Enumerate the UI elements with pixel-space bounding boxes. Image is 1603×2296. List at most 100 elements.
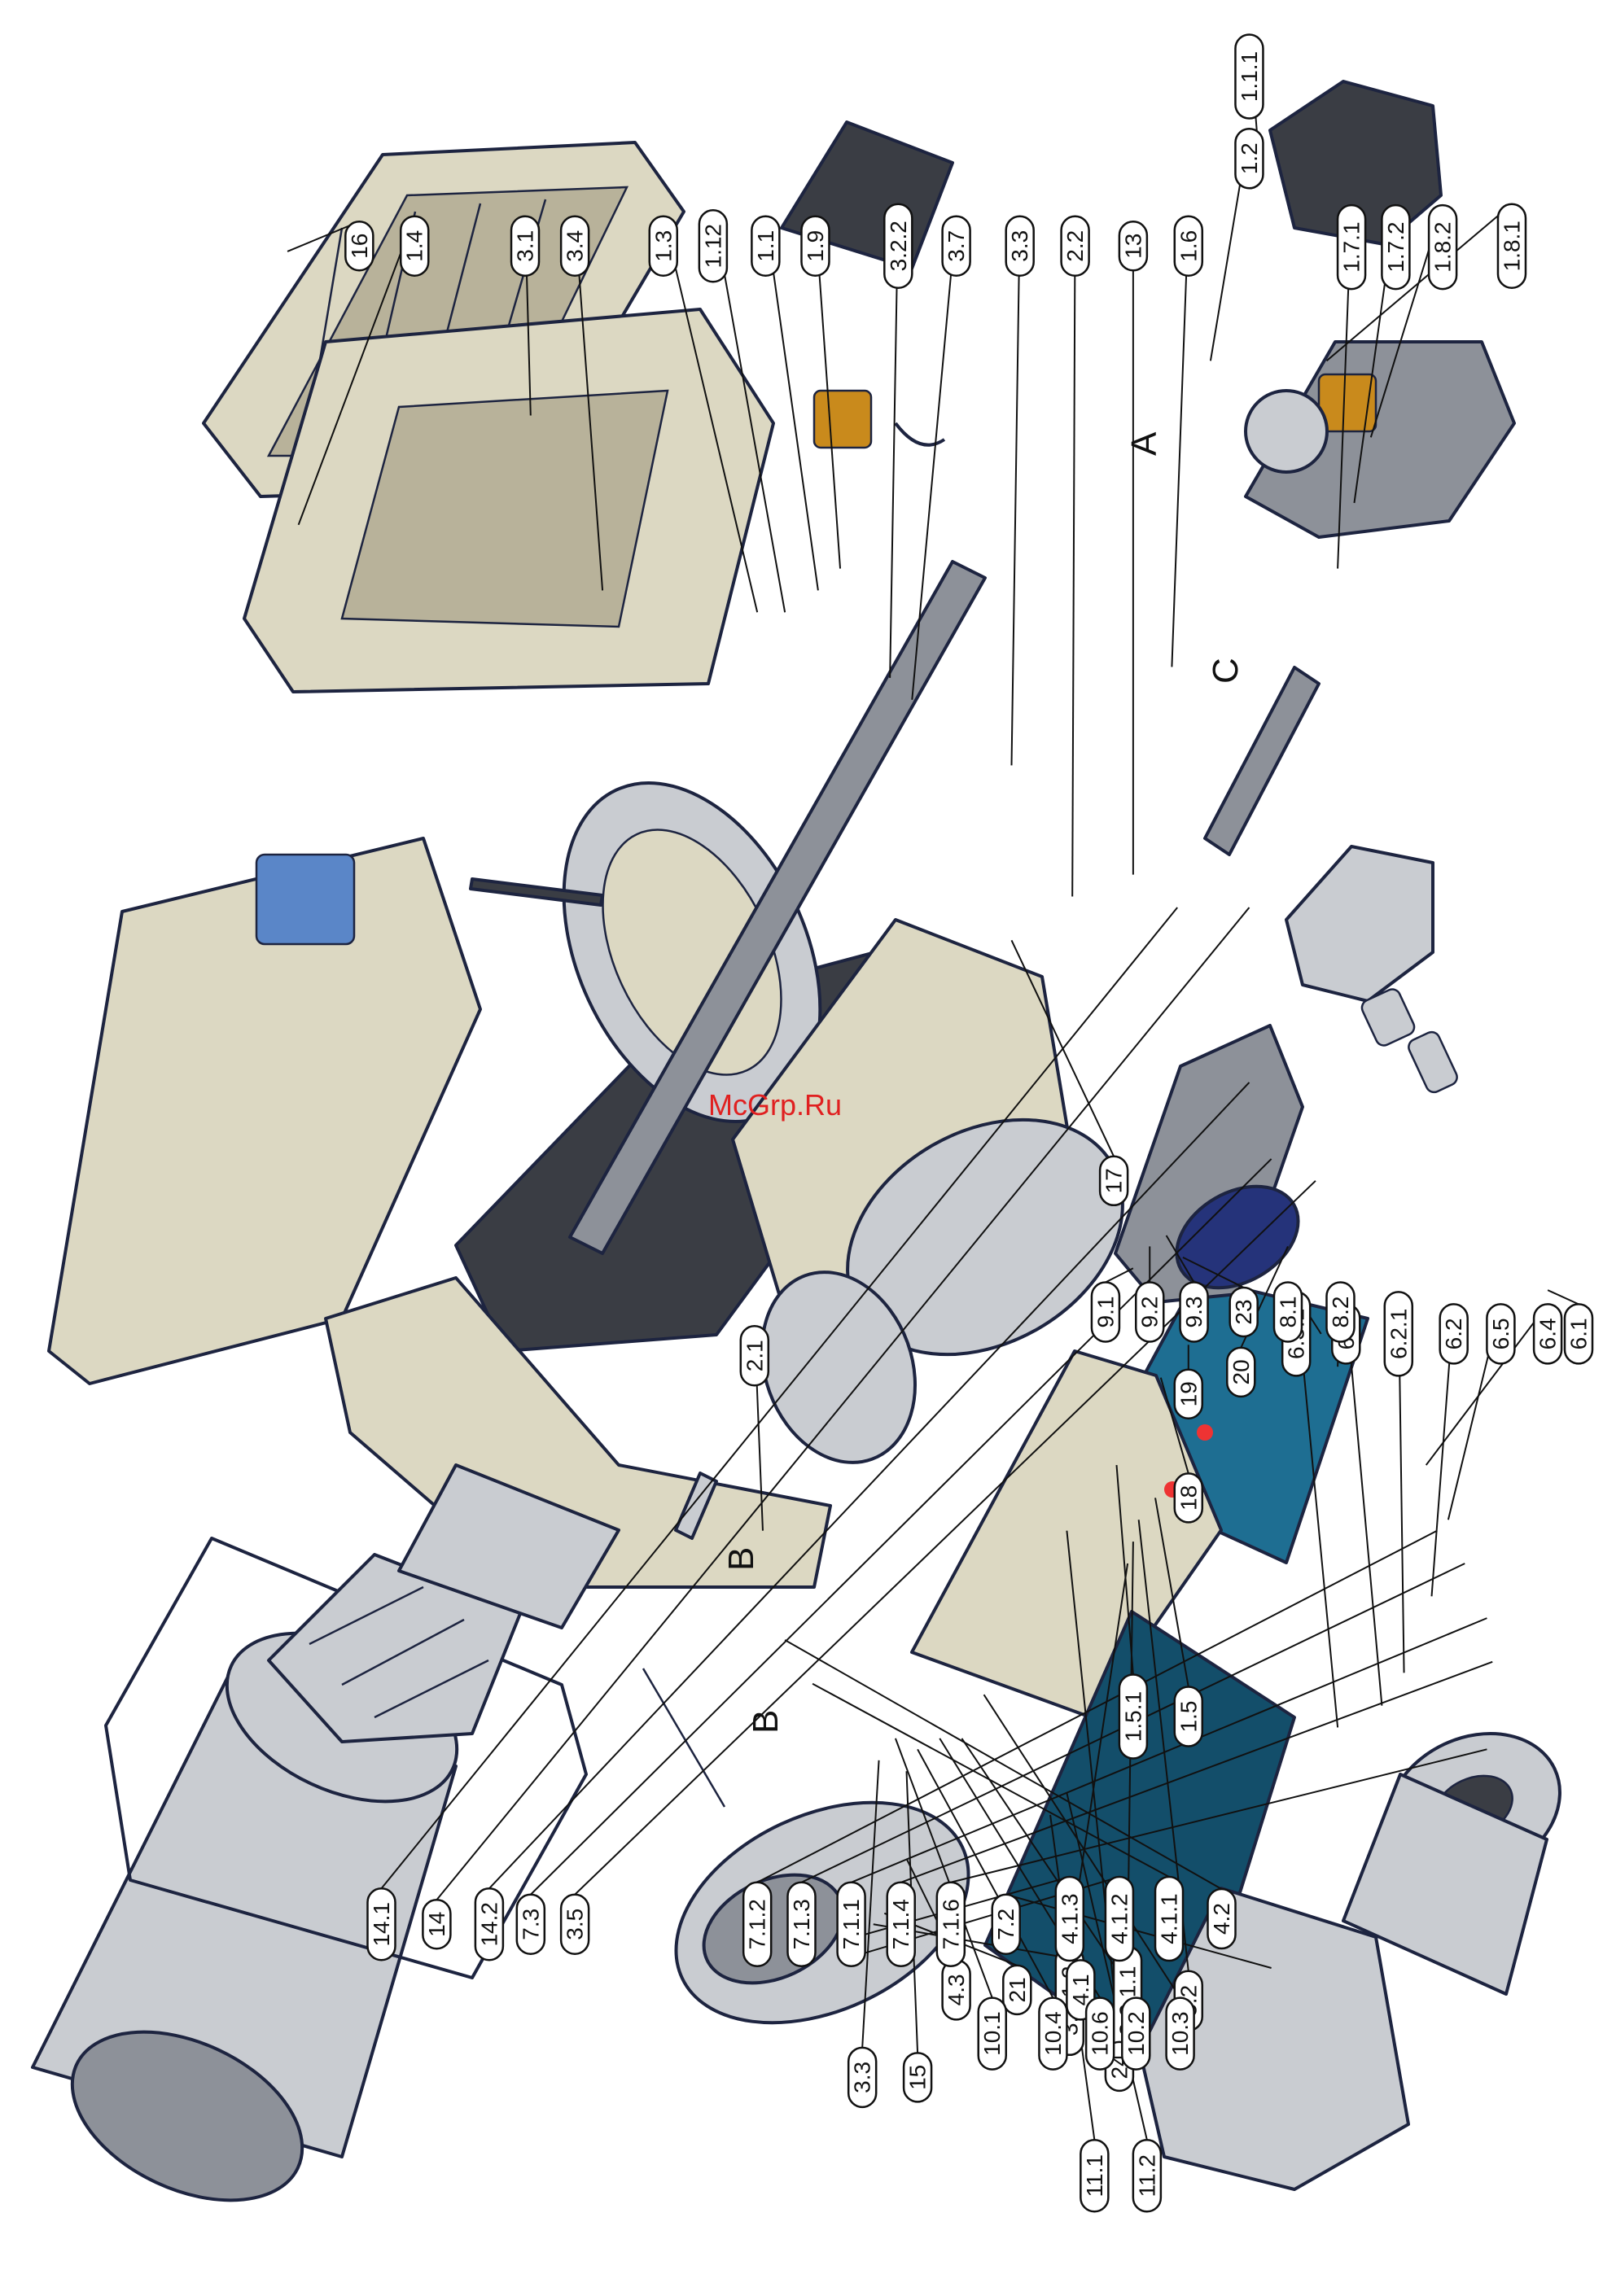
callout-text: 4.2 [1209,1903,1234,1935]
callout-label-3-2-2: 3.2.2 [883,203,913,289]
callout-text: 1.7.2 [1383,221,1408,272]
callout-label-11-1: 11.1 [1080,2138,1110,2213]
callout-pill [559,215,590,277]
callout-label-7-2: 7.2 [991,1893,1021,1956]
callout-label-1-1: 1.1 [751,215,781,277]
callout-label-9-3: 9.3 [1179,1281,1209,1343]
callout-pill [1060,215,1090,277]
callout-label-15: 15 [902,2052,933,2103]
callout-label-21: 21 [1002,1964,1032,2016]
callout-pill [399,215,430,277]
callout-text: 8.1 [1275,1297,1300,1328]
gas-valve-train-part [1138,1732,1561,2191]
callout-label-6-5: 6.5 [1486,1303,1516,1365]
callout-label-1-9: 1.9 [800,215,830,277]
callout-text: 4.1 [1068,1974,1093,2005]
callout-label-2-1: 2.1 [739,1324,770,1387]
detail-letter-a: A [1124,431,1164,456]
leader-line [764,216,819,591]
callout-pill [366,1887,396,1961]
callout-text: 13 [1120,234,1145,259]
callout-label-3-7: 3.7 [941,215,971,277]
callout-label-3-5: 3.5 [559,1893,590,1956]
callout-pill [1207,1887,1237,1950]
callout-pill [1496,203,1527,289]
callout-pill [1336,203,1367,291]
detail-letter-b-inset: B [746,1710,786,1734]
leader-line [712,210,786,613]
callout-label-4-3: 4.3 [941,1959,971,2021]
leader-line [297,216,416,526]
front-cover-part [47,837,482,1385]
callout-pill [1173,1686,1204,1747]
callout-label-1-6: 1.6 [1173,215,1204,277]
callout-label-18: 18 [1173,1472,1204,1524]
leader-line [1010,216,1021,766]
leader-line [1547,1289,1579,1305]
callout-label-1-7-2: 1.7.2 [1381,203,1411,291]
leader-line [900,1660,1493,1883]
callout-label-6-2: 6.2 [1439,1303,1469,1365]
leader-line [784,1639,1223,1890]
callout-label-1-7-1: 1.7.1 [1336,203,1367,291]
callout-pill [474,1887,505,1961]
flange-mid-part [760,1270,918,1464]
leader-line [983,1694,1181,1999]
callout-label-7-1-2: 7.1.2 [742,1881,773,1968]
callout-pill [1234,33,1264,120]
callout-label-7-1-3: 7.1.3 [786,1881,817,1968]
callout-label-4-1-2: 4.1.2 [1104,1875,1135,1962]
callout-label-9-1: 9.1 [1090,1281,1121,1343]
callout-pill [786,1881,817,1968]
callout-label-6-1: 6.1 [1563,1303,1594,1365]
leader-line [662,216,759,613]
fitting-17-part [674,1472,718,1540]
callout-pill [836,1881,866,1968]
leader-line [1171,216,1189,667]
callout-label-10-1: 10.1 [977,1996,1007,2071]
callout-text: 1.8.2 [1430,221,1456,272]
callout-pill [1038,1996,1068,2071]
callout-pill [1154,1875,1185,1962]
callout-pill [515,1893,546,1956]
leader-line [488,1082,1250,1889]
callout-label-20: 20 [1226,1346,1256,1398]
damper-motor-part [1114,1024,1304,1304]
callout-text: 11.1 [1082,2154,1107,2197]
callout-text: 7.1.3 [789,1899,814,1949]
housing-shell-part [243,308,775,693]
leader-line [1105,1267,1134,1284]
callout-text: 1.9 [803,230,828,262]
leader-line [574,216,604,591]
bolt-part [469,877,604,907]
callout-pill [1234,128,1264,190]
callout-text: 6.2 [1441,1318,1466,1349]
callout-text: 7.1.1 [839,1899,864,1949]
callout-label-8-2: 8.2 [1325,1281,1356,1343]
pressure-switch-part [1285,845,1434,1047]
callout-pill [991,1893,1021,1956]
callout-label-4-1: 4.1 [1066,1959,1096,2021]
callout-label-1-8-2: 1.8.2 [1427,203,1458,291]
callout-text: 4.1.1 [1157,1893,1182,1944]
callout-text: 10.4 [1040,2011,1066,2056]
callout-text: 1.4 [402,230,427,262]
callout-text: 4.1.3 [1057,1893,1082,1944]
callout-label-14-1: 14.1 [366,1887,396,1961]
callout-pill [1427,203,1458,291]
callout-label-3-1: 3.1 [510,215,541,277]
callout-pill [1486,1303,1516,1365]
callout-label-10-4: 10.4 [1038,1996,1068,2071]
callout-text: 7.1.2 [745,1899,770,1949]
leader-line [894,1738,993,1998]
callout-text: 10.2 [1123,2011,1149,2056]
callout-pill [1121,1996,1151,2071]
callout-pill [1439,1303,1469,1365]
callout-text: 3.3 [1007,230,1032,262]
callout-label-1-3: 1.3 [648,215,679,277]
callout-label-10-3: 10.3 [1165,1996,1195,2071]
callout-pill [1383,1291,1414,1377]
callout-label-1-2: 1.2 [1234,128,1264,190]
callout-label-1-1-1: 1.1.1 [1234,33,1264,120]
